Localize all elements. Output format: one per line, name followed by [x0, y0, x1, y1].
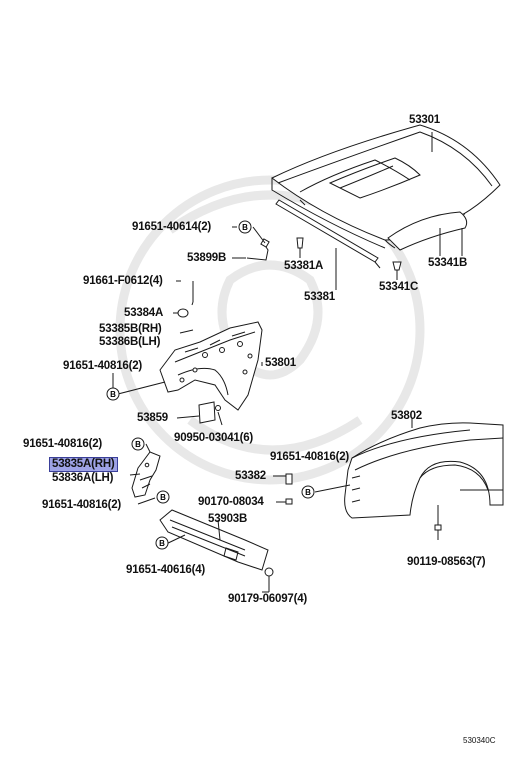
part-label-53836a[interactable]: 53836A(LH): [52, 472, 114, 484]
nut-90170: [276, 498, 293, 505]
hood-seal: [275, 199, 381, 290]
part-label-91651-40616[interactable]: 91651-40616(4): [126, 564, 206, 576]
bolt-marker-icon: B: [156, 490, 170, 504]
hood-cushion-53381a: [296, 237, 304, 258]
hood-panel: [271, 124, 501, 249]
bolt-marker-icon: B: [155, 536, 169, 550]
bolt-marker-icon: B: [106, 387, 120, 401]
hood-cushion-53341c: [392, 261, 402, 280]
part-label-90179-06097[interactable]: 90179-06097(4): [228, 593, 308, 605]
part-label-53386b[interactable]: 53386B(LH): [99, 336, 161, 348]
part-label-53301[interactable]: 53301: [409, 114, 440, 126]
part-label-53385b[interactable]: 53385B(RH): [99, 323, 162, 335]
bolt-marker-icon: B: [238, 220, 252, 234]
part-label-91651-40816-b[interactable]: 91651-40816(2): [23, 438, 103, 450]
part-label-53341b[interactable]: 53341B: [428, 257, 468, 269]
part-label-91651-40816-d[interactable]: 91651-40816(2): [42, 499, 122, 511]
fender-apron: [159, 321, 263, 411]
bolt-marker-letter: B: [135, 440, 141, 449]
part-label-53859[interactable]: 53859: [137, 412, 168, 424]
clip-53384a: [173, 308, 189, 318]
part-label-53384a[interactable]: 53384A: [124, 307, 164, 319]
part-label-91651-40816-c[interactable]: 91651-40816(2): [270, 451, 350, 463]
clip-53382: [273, 473, 293, 485]
bolt-marker-letter: B: [242, 223, 248, 232]
part-label-53381[interactable]: 53381: [304, 291, 335, 303]
bolt-marker-icon: B: [131, 437, 145, 451]
part-label-53382[interactable]: 53382: [235, 470, 266, 482]
bolt-marker-letter: B: [110, 390, 116, 399]
part-label-90170-08034[interactable]: 90170-08034: [198, 496, 264, 508]
bolt-marker-letter: B: [305, 488, 311, 497]
part-label-90119-08563[interactable]: 90119-08563(7): [407, 556, 486, 568]
part-label-91651-40816-a[interactable]: 91651-40816(2): [63, 360, 143, 372]
hood-bumper-panel: [387, 211, 468, 256]
part-label-53903b[interactable]: 53903B: [208, 513, 248, 525]
part-label-53899b[interactable]: 53899B: [187, 252, 227, 264]
part-label-53801[interactable]: 53801: [265, 357, 296, 369]
bolt-marker-icon: B: [301, 485, 315, 499]
nut-90179: [262, 567, 274, 593]
bolt-marker-letter: B: [159, 539, 165, 548]
bolt-marker-letter: B: [160, 493, 166, 502]
part-label-53381a[interactable]: 53381A: [284, 260, 324, 272]
cover-53859: [176, 401, 216, 424]
part-label-53341c[interactable]: 53341C: [379, 281, 419, 293]
part-label-91661-f0612[interactable]: 91661-F0612(4): [83, 275, 163, 287]
part-label-90950-03041[interactable]: 90950-03041(6): [174, 432, 254, 444]
part-label-53835a-highlighted[interactable]: 53835A(RH): [49, 457, 118, 472]
part-label-91651-40614[interactable]: 91651-40614(2): [132, 221, 212, 233]
front-fender: [344, 418, 504, 540]
hood-support-rod: [232, 238, 270, 261]
apron-bracket: [129, 451, 161, 498]
part-label-53802[interactable]: 53802: [391, 410, 422, 422]
diagram-code: 530340C: [463, 736, 496, 745]
